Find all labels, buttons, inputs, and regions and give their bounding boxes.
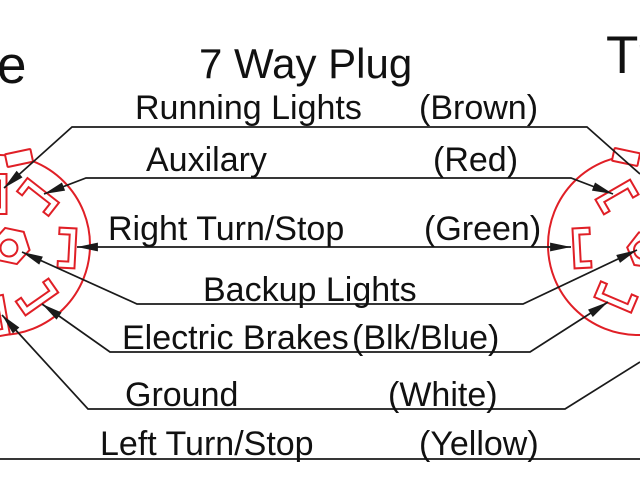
wire-label-ground: Ground (125, 376, 238, 414)
trailer-plug-index-notch (611, 147, 640, 167)
wire-line-auxilary (43, 177, 614, 195)
wire-label-left-turn-stop: Left Turn/Stop (100, 425, 314, 463)
vehicle-plug-index-notch (4, 148, 34, 168)
trailer-plug-pin-upper (594, 178, 640, 216)
vehicle-plug-pin-top (0, 173, 8, 215)
vehicle-plug-pin-bottom (0, 293, 11, 339)
wire-line-ground (1, 314, 640, 410)
trailer-plug-pin-lower (593, 280, 639, 314)
wire-label-right-turn-stop: Right Turn/Stop (108, 210, 344, 248)
wire-label-backup-lights: Backup Lights (203, 271, 417, 309)
page-title: 7 Way Plug (199, 40, 412, 87)
wire-color-running-lights: (Brown) (419, 89, 538, 127)
vehicle-plug-pin-upper (16, 176, 60, 218)
vehicle-plug (0, 148, 91, 339)
wire-color-electric-brakes: (Blk/Blue) (352, 319, 499, 357)
wire-label-electric-brakes: Electric Brakes (122, 319, 349, 357)
wire-color-right-turn-stop: (Green) (424, 210, 541, 248)
vehicle-side-label-fragment: e (0, 36, 26, 95)
wire-line-running-lights (3, 126, 640, 189)
wire-color-left-turn-stop: (Yellow) (419, 425, 539, 463)
vehicle-plug-pin-lower (14, 277, 60, 317)
wire-line-electric-brakes (41, 301, 609, 353)
trailer-plug-center-pin (626, 231, 640, 269)
trailer-side-label-fragment: Tr (606, 26, 640, 85)
wire-color-auxilary: (Red) (433, 141, 518, 179)
wire-label-running-lights: Running Lights (135, 89, 362, 127)
trailer-plug-pin-left (571, 226, 593, 270)
vehicle-plug-center-pin (0, 226, 31, 266)
vehicle-plug-pin-right (56, 226, 78, 270)
trailer-plug (547, 147, 640, 336)
wire-color-ground: (White) (388, 376, 498, 414)
wire-label-auxilary: Auxilary (146, 141, 267, 179)
